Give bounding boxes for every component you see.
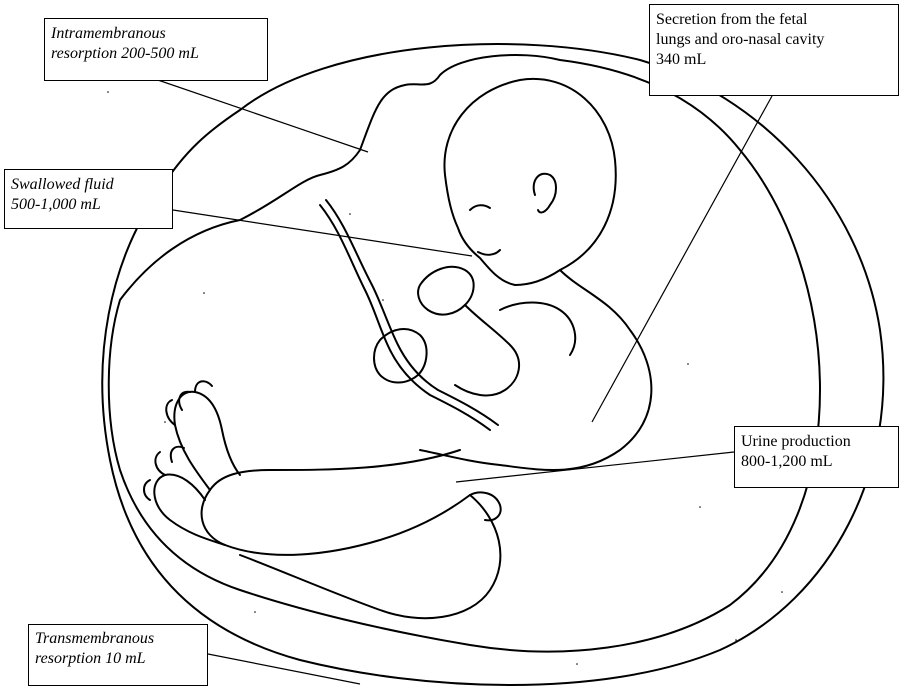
uterine-wall-outline — [102, 44, 883, 685]
fetal-knee — [240, 495, 500, 618]
label-lung-secretion: Secretion from the fetal lungs and oro-n… — [649, 4, 899, 96]
label-urine-production: Urine production 800-1,200 mL — [734, 426, 899, 488]
fetal-leg — [202, 450, 470, 555]
label-transmembranous-resorption: Transmembranous resorption 10 mL — [28, 624, 208, 686]
label-intramembranous-line1: Intramembranous — [51, 24, 261, 44]
label-urine-line2: 800-1,200 mL — [741, 452, 892, 472]
label-swallowed-fluid: Swallowed fluid 500-1,000 mL — [4, 169, 173, 229]
label-urine-line1: Urine production — [741, 432, 892, 452]
leader-urine — [456, 452, 734, 482]
leader-intramembranous — [152, 78, 368, 152]
fetal-buttocks — [470, 492, 501, 520]
leader-secretion — [592, 96, 772, 422]
label-intramembranous-resorption: Intramembranous resorption 200-500 mL — [44, 18, 268, 81]
label-secretion-line2: lungs and oro-nasal cavity — [656, 30, 892, 50]
label-intramembranous-line2: resorption 200-500 mL — [51, 44, 261, 64]
fetal-torso-outline — [420, 270, 651, 470]
label-swallowed-line1: Swallowed fluid — [11, 175, 166, 195]
fetal-fist — [418, 267, 474, 315]
label-secretion-line3: 340 mL — [656, 50, 892, 70]
label-swallowed-line2: 500-1,000 mL — [11, 195, 166, 215]
fetal-eye — [470, 205, 490, 210]
fetal-arm — [455, 305, 519, 395]
label-transmembranous-line1: Transmembranous — [35, 629, 201, 649]
amniotic-membrane-outline — [109, 55, 820, 652]
umbilical-cord — [320, 205, 490, 430]
label-secretion-line1: Secretion from the fetal — [656, 10, 892, 30]
label-transmembranous-line2: resorption 10 mL — [35, 649, 201, 669]
fetal-mouth — [478, 250, 500, 255]
fetal-ear — [534, 174, 556, 213]
fetal-head-outline — [444, 79, 615, 285]
leader-swallowed — [173, 210, 472, 256]
